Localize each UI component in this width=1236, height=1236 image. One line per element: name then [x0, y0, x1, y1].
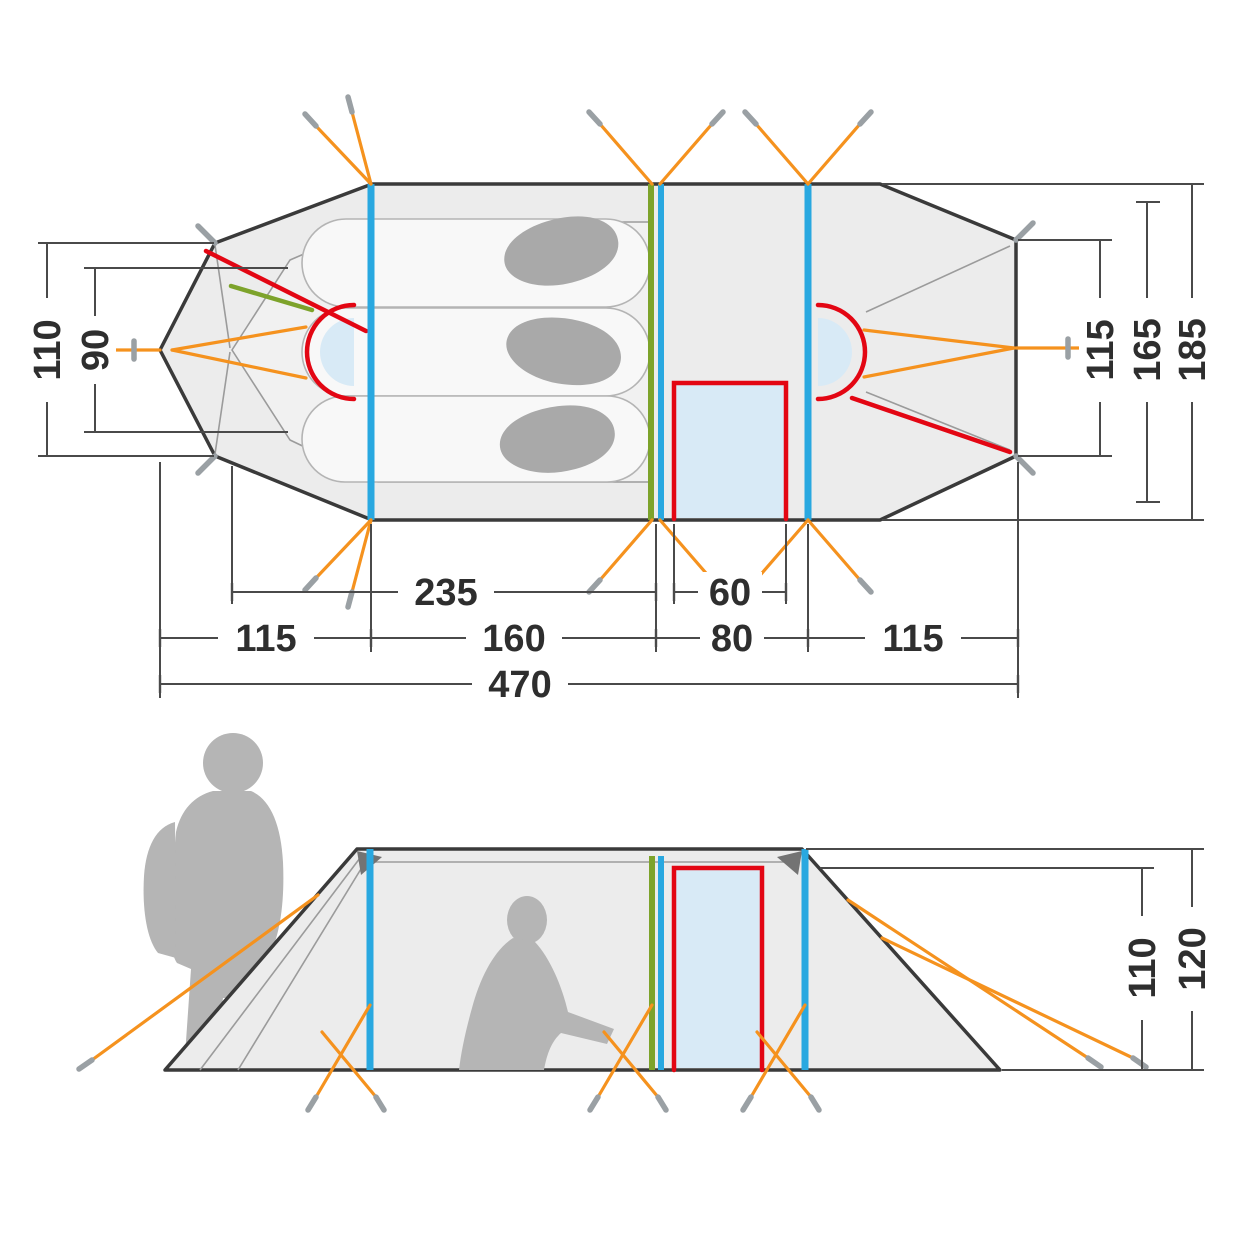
- dimensions-side-view: 110 120: [806, 848, 1214, 1071]
- sitting-person-silhouette: [459, 896, 614, 1070]
- stake-peg: [345, 589, 355, 610]
- stake-peg: [808, 1094, 822, 1113]
- stake-peg: [586, 577, 603, 595]
- poles-side-view: [366, 849, 809, 1070]
- sleeping-pads: [301, 205, 651, 483]
- stake-peg: [586, 109, 603, 127]
- guy-line: [754, 518, 810, 582]
- backpack-shape: [143, 822, 176, 958]
- guy-line: [755, 1030, 813, 1099]
- dim-label-width-115: 115: [1080, 319, 1122, 380]
- stake-pegs-side-view: [76, 1055, 1149, 1113]
- dim-label-height-110: 110: [1122, 937, 1164, 998]
- guy-line: [596, 1003, 654, 1099]
- stake-peg: [742, 109, 759, 127]
- stake-peg: [1130, 1055, 1149, 1070]
- guy-line: [170, 325, 308, 352]
- stake-peg: [709, 109, 726, 127]
- stake-peg: [1085, 1055, 1104, 1070]
- right-zipper-red: [849, 395, 1013, 455]
- stake-peg: [302, 111, 319, 129]
- stake-peg: [195, 223, 218, 246]
- guy-line: [90, 893, 320, 1062]
- guy-line: [602, 1030, 660, 1099]
- guy-line: [314, 124, 373, 186]
- stake-peg: [305, 1094, 319, 1113]
- left-zipper-red: [203, 248, 369, 334]
- stake-peg: [587, 1094, 601, 1113]
- door-panel: [674, 383, 786, 518]
- door-frame-red-side: [671, 865, 765, 1073]
- vestibule-edge-lines: [214, 244, 1011, 455]
- guy-line: [350, 110, 373, 186]
- guy-line: [658, 518, 714, 582]
- guy-line: [598, 518, 654, 582]
- door-frame-red: [671, 380, 789, 522]
- dimensions-top-view: 110 90 115 165 185 235 60 115 160 80 115…: [26, 183, 1214, 706]
- door-panel-side: [674, 868, 762, 1068]
- guy-line: [749, 1003, 807, 1099]
- guy-line: [806, 122, 862, 186]
- left-zipper-green: [228, 283, 315, 313]
- side-inner-lines: [199, 851, 802, 1071]
- dim-label-width-90: 90: [75, 329, 117, 371]
- guy-line: [350, 518, 373, 594]
- guy-line: [170, 348, 308, 380]
- left-inner-door-arc: [304, 302, 357, 402]
- guy-line: [598, 122, 654, 186]
- stake-peg: [76, 1057, 95, 1072]
- dimension-ticks: [158, 583, 1020, 693]
- stake-peg: [195, 453, 218, 476]
- dim-label-width-185: 185: [1172, 318, 1214, 381]
- guy-line: [862, 328, 1016, 350]
- guy-line: [880, 936, 1135, 1060]
- dim-label-width-110: 110: [27, 319, 69, 380]
- dim-label-length-235: 235: [414, 572, 477, 614]
- guy-line: [806, 518, 862, 582]
- door-side-view: [671, 865, 765, 1073]
- dim-label-length-160: 160: [482, 618, 545, 660]
- guy-line: [862, 346, 1016, 379]
- guy-line: [314, 518, 373, 580]
- guy-line: [314, 1003, 372, 1099]
- dim-label-height-120: 120: [1172, 927, 1214, 990]
- right-inner-door: [815, 302, 1013, 455]
- guy-line: [658, 122, 714, 186]
- side-view: 110 120: [76, 733, 1214, 1113]
- stake-peg: [857, 577, 874, 595]
- stake-peg: [655, 1094, 669, 1113]
- dim-label-width-165: 165: [1127, 318, 1169, 381]
- dim-label-length-60: 60: [709, 572, 751, 614]
- right-inner-door-arc: [815, 302, 868, 402]
- stake-peg: [857, 109, 874, 127]
- guy-line: [320, 1030, 378, 1099]
- stake-peg: [302, 575, 319, 593]
- dim-label-length-115-right: 115: [882, 618, 943, 660]
- top-view: 110 90 115 165 185 235 60 115 160 80 115…: [26, 94, 1214, 706]
- right-door-mesh: [818, 318, 852, 386]
- right-apex-detail: [777, 851, 802, 875]
- guy-lines-top-view: [84, 110, 1092, 594]
- dim-label-length-80: 80: [711, 618, 753, 660]
- stake-peg: [1013, 220, 1036, 243]
- dim-label-length-470: 470: [488, 664, 551, 706]
- poles-top-view: [367, 184, 812, 520]
- left-door-mesh: [320, 318, 354, 386]
- stake-peg: [345, 94, 355, 115]
- left-inner-door: [203, 248, 369, 402]
- door-top-view: [671, 380, 789, 522]
- stake-peg: [740, 1094, 754, 1113]
- guy-lines-side-view: [90, 893, 1135, 1099]
- guy-line: [754, 122, 810, 186]
- dim-label-length-115-left: 115: [235, 618, 296, 660]
- stake-peg: [373, 1094, 387, 1113]
- stake-peg: [1013, 453, 1036, 476]
